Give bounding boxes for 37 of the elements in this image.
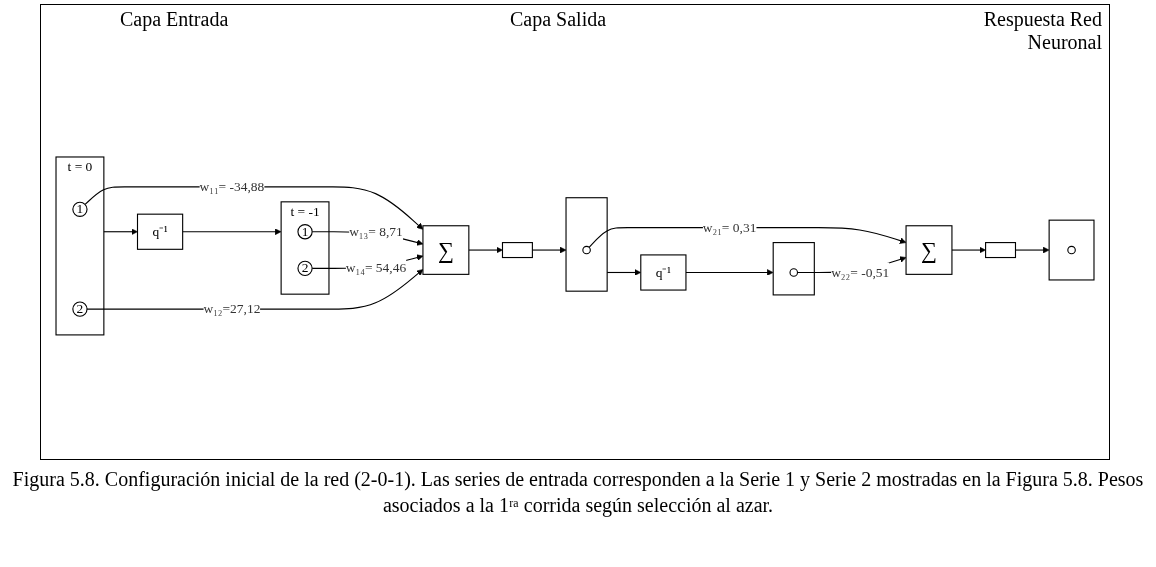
node-label: t = 0 (67, 159, 93, 175)
cluster (565, 197, 608, 292)
edge-label: w₁₁= -34,88 (199, 179, 265, 195)
node-box: ∑ (905, 225, 953, 275)
node-circle: 1 (72, 201, 88, 217)
cluster (772, 242, 815, 296)
arrow (685, 269, 774, 276)
cluster (1048, 219, 1095, 281)
arrow (1014, 246, 1050, 254)
node-label: t = -1 (290, 204, 320, 220)
node-box (501, 242, 533, 259)
node-circle: 2 (297, 260, 313, 277)
arrow (531, 246, 567, 254)
node-box: q⁻¹ (136, 213, 184, 250)
cluster (280, 201, 330, 295)
layer-heading: Capa Entrada (120, 8, 229, 31)
node-box: ∑ (422, 225, 470, 275)
edge-label: w₂₂= -0,51 (831, 264, 890, 280)
arrow (468, 246, 503, 254)
arrow (182, 228, 282, 236)
layer-heading: Respuesta Red Neuronal (982, 8, 1102, 54)
node-box: q⁻¹ (640, 254, 687, 291)
figure-caption: Figura 5.8. Configuración inicial de la red (2-0-1). Las series de entrada corresponden a la Serie 1 y Serie 2 mostradas en la Figura 5.8. Pesos asociados a la 1ʳᵃ corrida según selección al azar. (11, 467, 1145, 518)
cluster (55, 156, 105, 336)
node-circle (789, 268, 799, 277)
node-circle (582, 245, 591, 255)
edge-label: w₁₂=27,12 (203, 301, 261, 317)
node-box (985, 242, 1017, 259)
node-circle: 1 (297, 224, 313, 240)
arrow (951, 246, 986, 254)
node-circle (1067, 245, 1076, 255)
edge-label: w₁₄= 54,46 (345, 260, 407, 276)
edge-label: w₂₁= 0,31 (702, 219, 757, 235)
arrow (103, 228, 138, 236)
node-circle: 2 (72, 301, 88, 317)
layer-heading: Capa Salida (510, 8, 607, 31)
edge-label: w₁₃= 8,71 (349, 223, 403, 239)
